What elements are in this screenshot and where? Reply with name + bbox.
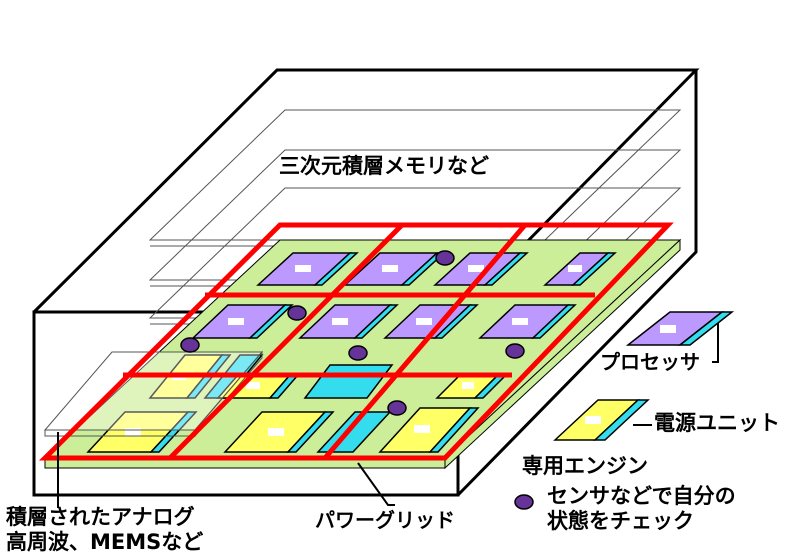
leader-lines [57,323,719,508]
sensor-label-line1: センサなどで自分の [547,484,736,508]
sensor-dot [287,305,307,321]
sensor-label-line2: 状態をチェック [547,509,694,533]
legend-power-unit-icon [553,399,650,441]
processor-tiles [191,252,617,339]
analog-label-line1: 積層されたアナログ [6,505,195,529]
legend-sensor-dot [514,494,534,510]
analog-label-line2: 高周波、MEMSなど [6,530,204,554]
engine-label: 専用エンジン [522,454,648,478]
memory-label: 三次元積層メモリなど [279,154,489,178]
power-unit-label: 電源ユニット [654,411,780,435]
power-grid-leader [357,462,395,506]
legend-processor-icon [625,311,735,346]
sensor-dot [387,400,407,416]
power-grid [38,222,674,461]
processor-leader [712,323,719,363]
sensor-dot [435,250,455,266]
processor-label: プロセッサ [600,350,700,374]
sensor-dot [348,345,368,361]
sensor-dots [180,250,525,416]
sensor-dot [180,337,200,353]
sensor-dot [505,343,525,359]
power-grid-label: パワーグリッド [315,508,455,532]
